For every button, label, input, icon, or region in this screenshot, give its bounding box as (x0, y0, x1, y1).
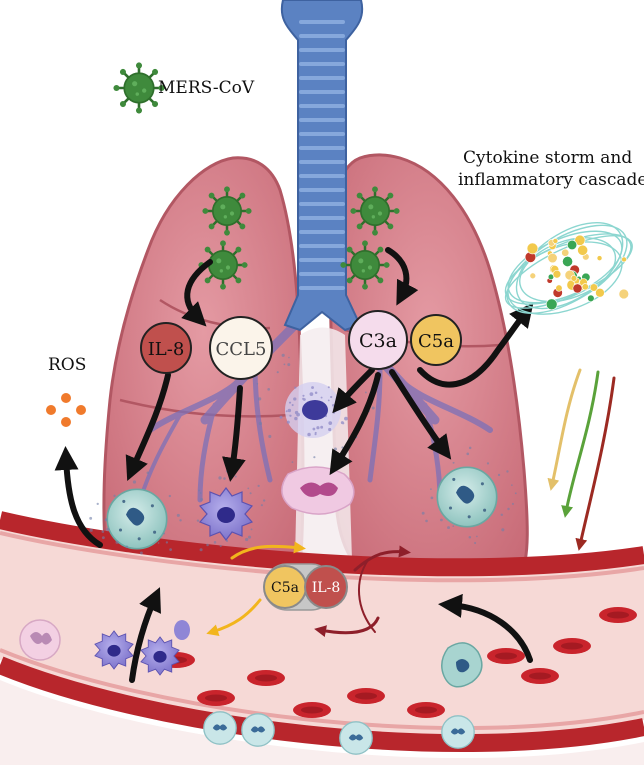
loop-arc-red (358, 559, 376, 633)
red-blood-cell-icon (293, 702, 331, 718)
neutrophil-icon (203, 711, 237, 745)
trachea (280, 0, 364, 332)
virus-icon (350, 186, 400, 236)
neutrophil-icon (436, 466, 498, 528)
feedback-loop (206, 541, 411, 638)
arrow-il8-to-neutrophil (125, 372, 171, 482)
virus-icon (202, 186, 252, 236)
vessel-il8-label: IL-8 (312, 580, 340, 596)
cascade-arrow-green (561, 370, 600, 518)
red-blood-cell-icon (599, 607, 637, 623)
red-blood-cell-icon (553, 638, 591, 654)
neutrophil-icon (106, 488, 168, 550)
circulating-leukocytes (19, 619, 483, 755)
arrow-virus-to-complement (385, 247, 419, 306)
mediastinum (295, 327, 352, 564)
arrow-c3a-to-neutrophil (389, 369, 452, 460)
cascade-arrow-red (575, 376, 616, 551)
virus-icon (340, 240, 390, 290)
c5a-label: C5a (418, 331, 454, 352)
lung-cells (106, 382, 498, 550)
neutrophil-icon (339, 721, 373, 755)
red-blood-cell-icon (197, 690, 235, 706)
storm-label-line2: inflammatory cascades (458, 170, 644, 190)
red-blood-cell-icon (407, 702, 445, 718)
virus-icon (113, 62, 165, 114)
c3a-label: C3a (359, 330, 397, 352)
virus-legend-label: MERS-CoV (158, 78, 255, 98)
ccl5-label: CCL5 (216, 339, 267, 360)
mediator-c3a: C3a (348, 310, 408, 370)
extravasating-monocyte (174, 620, 190, 640)
loop-arrow-yellow-bottom (206, 598, 262, 636)
neutrophil-icon (241, 713, 275, 747)
mediator-il8: IL-8 (140, 322, 192, 374)
macrophage-icon (279, 382, 349, 438)
ros-label: ROS (48, 355, 86, 375)
red-blood-cell-icon (247, 670, 285, 686)
arrow-c3a-to-macrophage (332, 367, 375, 414)
arrows (54, 247, 534, 683)
cascade-arrows (547, 368, 616, 551)
ros-particle-icon (46, 393, 86, 427)
cytokine-swirl-icon (504, 221, 633, 315)
arrow-ccl5-to-monocyte (222, 385, 246, 482)
red-blood-cell-icon (521, 668, 559, 684)
mediator-ccl5: CCL5 (209, 316, 273, 380)
storm-label-line1: Cytokine storm and (463, 148, 632, 168)
loop-arrow-yellow-top (230, 541, 306, 560)
loop-arrow-red-bottom (314, 616, 380, 638)
neutrophil-icon (441, 715, 475, 749)
vessel-mediators: C5a IL-8 (263, 563, 348, 611)
arrow-neutrophil-to-ros (54, 446, 103, 548)
il8-label: IL-8 (148, 339, 185, 360)
arrow-c5a-to-cytokine-storm (417, 302, 534, 388)
arrow-virus-to-cells (181, 259, 213, 327)
mediator-c5a: C5a (410, 314, 462, 366)
tissue-below (0, 680, 644, 765)
granulocyte-icon (281, 466, 355, 515)
red-blood-cell-icon (487, 648, 525, 664)
loop-arrow-red-top (353, 545, 411, 572)
cascade-arrow-yellow (547, 368, 582, 491)
arrow-neutrophil-into-lung (438, 593, 533, 663)
red-blood-cell-icon (347, 688, 385, 704)
arrow-monocyte-into-lung (129, 587, 161, 683)
arrow-c3a-to-granulocyte (329, 372, 381, 476)
vessel-c5a-label: C5a (271, 580, 299, 596)
